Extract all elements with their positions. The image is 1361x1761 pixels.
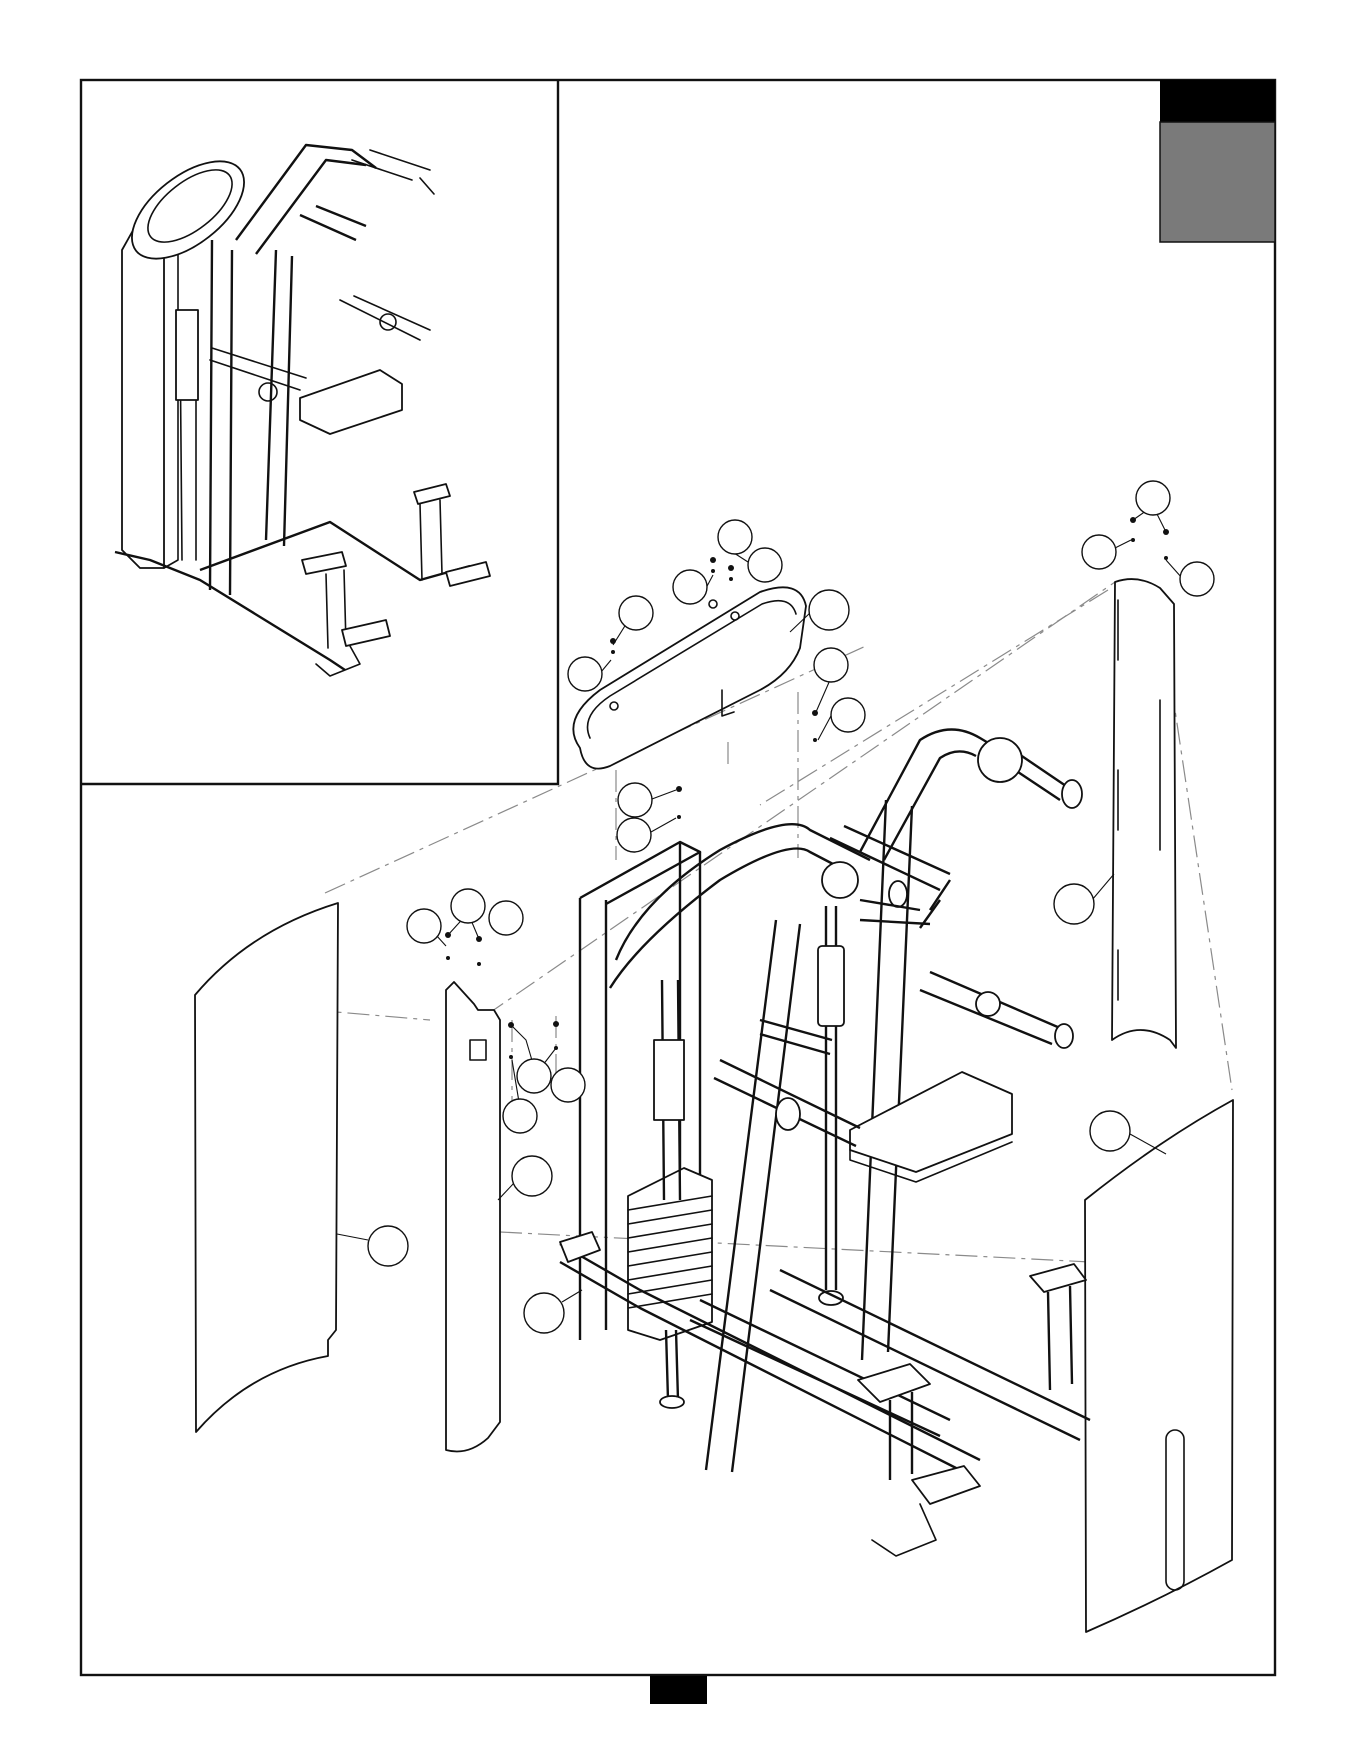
top-cap [573,587,806,768]
callout [568,657,602,691]
callout [618,783,652,817]
callout [1082,535,1116,569]
callout [748,548,782,582]
left-shroud-column [446,982,500,1452]
callout [512,1156,552,1196]
callout [551,1068,585,1102]
left-shroud-panel [195,903,338,1432]
callout [407,909,441,943]
callout [451,889,485,923]
main-frame [560,729,1090,1556]
callout [1180,562,1214,596]
right-rear-shroud [1112,579,1176,1048]
callout [1136,481,1170,515]
callout [1054,884,1094,924]
section-tab [1160,80,1275,242]
callout [617,818,651,852]
callout [524,1293,564,1333]
callout [1090,1111,1130,1151]
callout [517,1059,551,1093]
callout [831,698,865,732]
callout [503,1099,537,1133]
callout [619,596,653,630]
inset-assembled-machine [115,143,490,676]
callout [673,570,707,604]
page-number-tab [650,1676,707,1704]
callout [489,901,523,935]
callout [718,520,752,554]
right-shroud-panel [1085,1100,1233,1632]
callout [814,648,848,682]
callout [368,1226,408,1266]
callout [809,590,849,630]
hardware-fasteners [445,517,1169,1059]
